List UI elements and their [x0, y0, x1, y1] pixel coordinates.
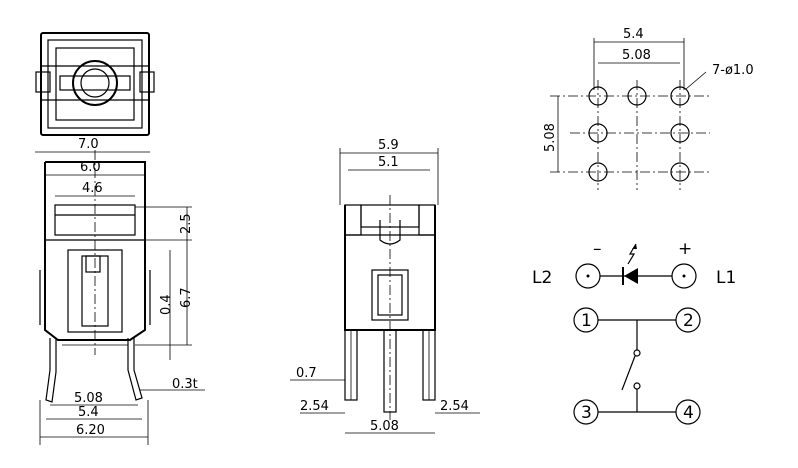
pcb-hole — [670, 162, 690, 182]
dim-2-5: 2.5 — [179, 213, 194, 234]
side-view — [344, 195, 436, 420]
dim-0-7: 0.7 — [296, 366, 317, 381]
front-dimensions: 7.0 6.0 4.6 2.5 6.7 0.4 0.3t 5.08 5.4 6.… — [35, 137, 205, 445]
pcb-hole — [670, 86, 690, 106]
dim-2-54-left: 2.54 — [300, 399, 329, 414]
front-view — [39, 150, 151, 403]
dim-7-0: 7.0 — [78, 137, 99, 152]
dim-5-4-pcb: 5.4 — [623, 27, 644, 42]
pcb-hole — [627, 86, 647, 106]
holes-note: 7-ø1.0 — [712, 63, 754, 78]
dim-5-08-vertical: 5.08 — [543, 123, 558, 152]
dim-5-1: 5.1 — [378, 155, 399, 170]
l2-label: L2 — [532, 268, 552, 288]
dim-5-08: 5.08 — [74, 391, 103, 406]
dim-5-4: 5.4 — [78, 405, 99, 420]
led-schematic: – + L2 L1 — [532, 239, 736, 289]
dim-0-4: 0.4 — [159, 294, 174, 315]
pcb-layout — [550, 80, 710, 190]
switch-schematic: 1 2 3 4 — [573, 307, 701, 425]
dim-5-08-pcb: 5.08 — [622, 48, 651, 63]
pin-2-label: 2 — [683, 311, 694, 331]
minus-label: – — [593, 239, 602, 259]
pin-3-label: 3 — [581, 403, 592, 423]
top-view — [35, 32, 155, 136]
pin-1-label: 1 — [581, 311, 592, 331]
pcb-hole — [588, 86, 608, 106]
dim-0-3t: 0.3t — [172, 377, 198, 392]
plus-label: + — [678, 239, 692, 259]
pcb-hole — [670, 123, 690, 143]
dim-6-20: 6.20 — [76, 423, 105, 438]
dim-6-7: 6.7 — [179, 287, 194, 308]
l1-label: L1 — [716, 268, 736, 288]
dim-6-0: 6.0 — [80, 160, 101, 175]
dim-4-6: 4.6 — [82, 181, 103, 196]
pin-4-label: 4 — [683, 403, 694, 423]
pcb-dimensions: 5.4 5.08 7-ø1.0 5.08 — [543, 27, 754, 172]
side-dimensions: 5.9 5.1 0.7 2.54 2.54 5.08 — [290, 138, 480, 434]
led-diode-icon — [624, 268, 638, 284]
dim-5-08-side: 5.08 — [370, 419, 399, 434]
pcb-hole — [588, 123, 608, 143]
pcb-hole — [588, 162, 608, 182]
dim-2-54-right: 2.54 — [440, 399, 469, 414]
dim-5-9: 5.9 — [378, 138, 399, 153]
